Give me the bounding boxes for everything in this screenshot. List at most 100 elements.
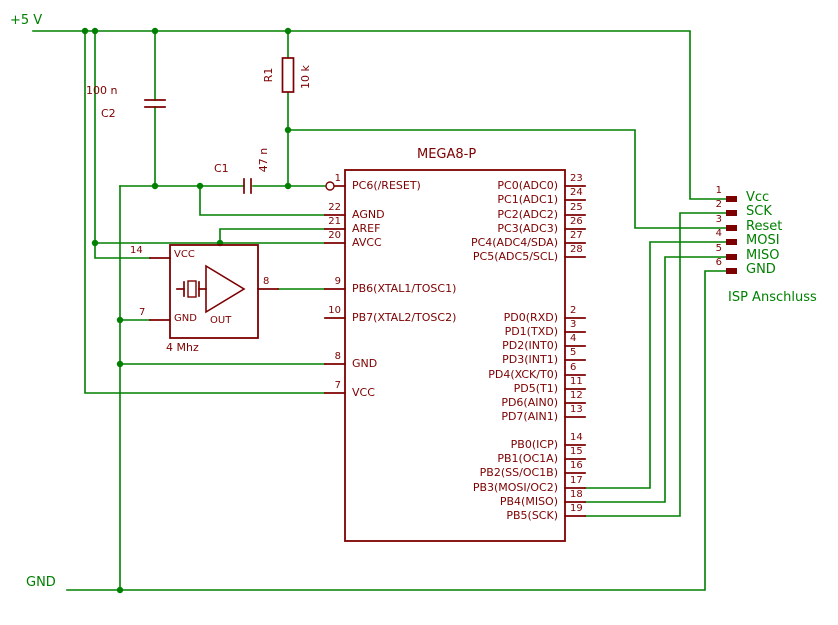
ic-pin-number: 12 (570, 390, 583, 401)
oscillator-pin7-number: 7 (139, 307, 146, 318)
ic-pin-name: GND (352, 357, 378, 370)
isp-connector-title: ISP Anschluss (728, 290, 817, 305)
isp-pin-name: Vcc (746, 190, 770, 205)
isp-pad-icon (726, 196, 737, 202)
wire-+5V (94, 30, 151, 259)
ic-pin-number: 17 (570, 475, 583, 486)
isp-pin-name: SCK (746, 204, 772, 219)
r1-name: R1 (262, 67, 276, 83)
junction-dot (116, 316, 124, 324)
ic-pin-name: PD4(XCK/T0) (488, 368, 558, 381)
c2-value: 100 n (86, 84, 118, 97)
wire-+5V (84, 30, 326, 394)
ic-pin-name: AVCC (352, 236, 382, 249)
ic-pin-number: 7 (334, 380, 341, 391)
isp-pin-number: 6 (715, 257, 722, 268)
wire-+5V (32, 30, 727, 200)
wire-+5V (219, 228, 326, 244)
ic-pin-name: PC2(ADC2) (497, 208, 558, 221)
oscillator-body (169, 244, 259, 339)
ic-pin-number: 24 (570, 187, 583, 198)
ic-pin-name: PD0(RXD) (503, 311, 558, 324)
ic-pin-number: 8 (334, 351, 341, 362)
wire-MOSI (584, 241, 727, 489)
ic-pin-number: 26 (570, 216, 583, 227)
isp-pad-icon (726, 210, 737, 216)
ic-pin-number: 23 (570, 173, 583, 184)
ic-pin-number: 18 (570, 489, 583, 500)
ic-pin-number: 6 (570, 362, 577, 373)
ic-body (344, 169, 566, 542)
buffer-triangle-icon (205, 264, 246, 314)
c1-name: C1 (214, 162, 229, 175)
ic-pin-number: 22 (328, 202, 341, 213)
ic-pin-number: 14 (570, 432, 583, 443)
ic-pin-number: 21 (328, 216, 341, 227)
ic-pin-name: AREF (352, 222, 381, 235)
reset-bubble-icon (325, 181, 335, 191)
isp-pin-name: MISO (746, 248, 780, 263)
vcc-rail-label: +5 V (10, 13, 43, 28)
oscillator-pin8-number: 8 (263, 276, 270, 287)
ic-pin-name: PB0(ICP) (510, 438, 558, 451)
ic-pin-number: 5 (570, 347, 577, 358)
oscillator-pin14-number: 14 (130, 245, 143, 256)
ic-pin-number: 19 (570, 503, 583, 514)
junction-dot (91, 239, 99, 247)
ic-pin-name: PB7(XTAL2/TOSC2) (352, 311, 457, 324)
ic-pin-number: 20 (328, 230, 341, 241)
wire-MISO (584, 256, 727, 503)
ic-pin-name: PD6(AIN0) (501, 396, 558, 409)
junction-dot (284, 126, 292, 134)
ic-pin-number: 16 (570, 460, 583, 471)
ic-pin-name: PB6(XTAL1/TOSC1) (352, 282, 457, 295)
ic-pin-name: PD7(AIN1) (501, 410, 558, 423)
isp-pin-number: 1 (715, 185, 722, 196)
ic-pin-name: PD5(T1) (513, 382, 558, 395)
wire-SCK (584, 212, 727, 517)
isp-pad-icon (726, 254, 737, 260)
junction-dot (284, 182, 292, 190)
ic-pin-name: PB5(SCK) (506, 509, 558, 522)
ic-pin-number: 4 (570, 333, 577, 344)
ic-pin-number: 10 (328, 305, 341, 316)
oscillator-value: 4 Mhz (166, 341, 199, 354)
junction-dot (116, 586, 124, 594)
r1-value: 10 k (299, 65, 313, 89)
isp-pin-number: 4 (715, 228, 722, 239)
ic-pin-number: 13 (570, 404, 583, 415)
junction-dot (151, 182, 159, 190)
ic-pin-name: PD3(INT1) (502, 353, 558, 366)
isp-pad-icon (726, 225, 737, 231)
isp-pin-name: MOSI (746, 233, 780, 248)
junction-dot (196, 182, 204, 190)
ic-pin-number: 3 (570, 319, 577, 330)
oscillator-vcc-label: VCC (174, 249, 195, 260)
ic-pin-name: PB4(MISO) (499, 495, 558, 508)
ic-pin-number: 11 (570, 376, 583, 387)
ic-pin-name: PC0(ADC0) (497, 179, 558, 192)
ic-pin-number: 27 (570, 230, 583, 241)
resistor-body-icon (281, 57, 295, 93)
wire-GND (199, 185, 326, 216)
isp-pad-icon (726, 239, 737, 245)
ic-pin-name: PC4(ADC4/SDA) (470, 236, 558, 249)
ic-pin-number: 1 (334, 173, 341, 184)
ic-pin-number: 9 (334, 276, 341, 287)
ic-pin-name: VCC (352, 386, 375, 399)
ic-title: MEGA8-P (417, 147, 477, 162)
ic-pin-name: PB2(SS/OC1B) (479, 466, 558, 479)
gnd-rail-label: GND (26, 575, 56, 590)
ic-pin-name: AGND (352, 208, 385, 221)
c1-value: 47 n (257, 147, 271, 173)
isp-pin-number: 3 (715, 214, 722, 225)
ic-pin-name: PC1(ADC1) (497, 193, 558, 206)
isp-pin-number: 2 (715, 199, 722, 210)
ic-pin-name: PC3(ADC3) (497, 222, 558, 235)
isp-pin-number: 5 (715, 243, 722, 254)
oscillator-out-label: OUT (210, 315, 232, 326)
junction-dot (151, 27, 159, 35)
ic-pin-name: PD2(INT0) (502, 339, 558, 352)
